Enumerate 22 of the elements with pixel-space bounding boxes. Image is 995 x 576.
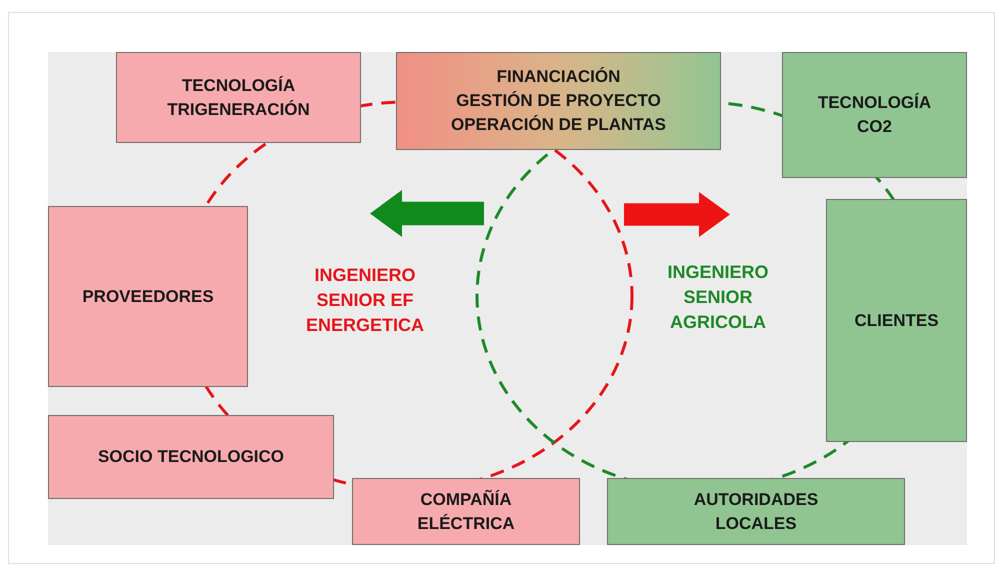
stakeholder-box [48, 206, 248, 387]
box-label: OPERACIÓN DE PLANTAS [450, 114, 668, 136]
stakeholder-box [607, 478, 905, 545]
stakeholder-box [396, 52, 721, 150]
box-label: TECNOLOGÍA CO2 [816, 92, 932, 138]
role-label: INGENIERO SENIOR AGRICOLA [666, 261, 770, 334]
stakeholder-box [116, 52, 361, 143]
box-label: CLIENTES [853, 310, 940, 332]
box-label: AUTORIDADES LOCALES [692, 488, 820, 534]
block-arrow [624, 192, 730, 237]
block-arrow [370, 190, 484, 237]
box-label: TECNOLOGÍA TRIGENERACIÓN [166, 74, 311, 120]
box-label: COMPAÑÍA ELÉCTRICA [416, 488, 516, 534]
box-label: GESTIÓN DE PROYECTO [455, 90, 662, 112]
role-label: INGENIERO SENIOR EF ENERGETICA [304, 264, 425, 337]
box-label: FINANCIACIÓN [496, 66, 622, 88]
box-label: PROVEEDORES [81, 286, 215, 308]
stakeholder-box [352, 478, 580, 545]
stakeholder-box [826, 199, 967, 442]
stakeholder-box [48, 415, 334, 499]
box-label: SOCIO TECNOLOGICO [96, 446, 286, 468]
stakeholder-box [782, 52, 967, 178]
